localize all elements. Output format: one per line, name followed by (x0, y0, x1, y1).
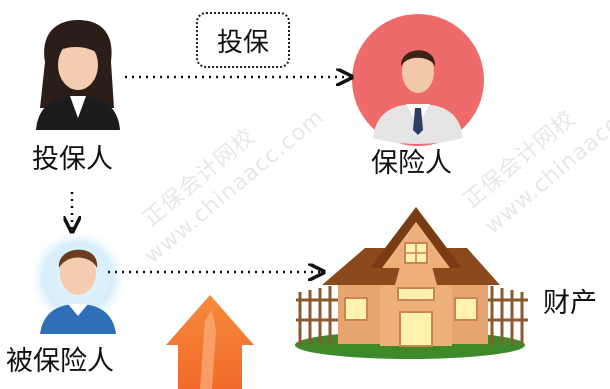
house-icon (295, 207, 528, 359)
insured-avatar (28, 228, 128, 334)
insurer-avatar (352, 14, 484, 146)
insurer-label: 保险人 (371, 148, 452, 179)
action-label-box: 投保 (196, 12, 290, 68)
action-label: 投保 (216, 27, 269, 58)
orange-up-arrow-icon (166, 295, 254, 389)
property-label: 财产 (543, 288, 597, 319)
insured-label: 被保险人 (6, 346, 114, 377)
policyholder-label: 投保人 (32, 144, 113, 175)
policyholder-avatar (36, 20, 120, 130)
